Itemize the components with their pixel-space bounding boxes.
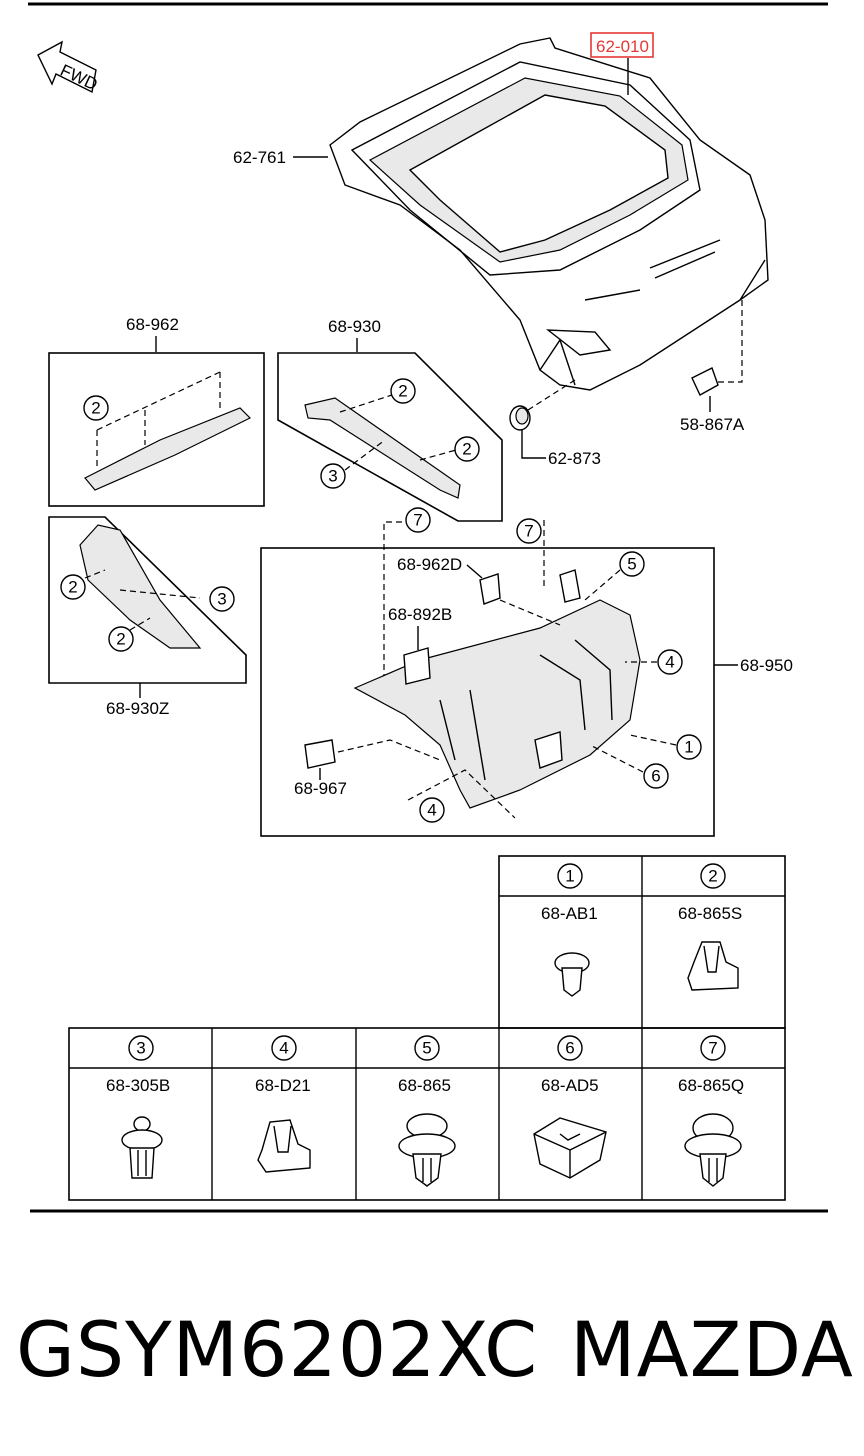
liftgate-drawing [329,37,769,391]
leader-62-873 [521,430,546,459]
callout-7 [405,507,431,533]
dash-967 [337,739,441,761]
square-nut-clip-icon [533,1117,607,1179]
fastener-cell-7: 7 68-865Q [678,1035,744,1187]
brand-name: MAZDA [570,1305,854,1394]
callout-6-num: 6 [651,767,660,786]
grip-drawing [304,739,336,769]
callout-3-num: 3 [328,467,337,486]
detail-box-68-930 [277,352,503,522]
svg-text:6: 6 [565,1039,574,1058]
bracket-clip-d-icon [257,1119,311,1173]
fastener-part-3: 68-305B [106,1076,170,1095]
label-68-962: 68-962 [126,315,179,334]
callout-6 [643,763,669,789]
part-number: GSYM6202XC [16,1305,539,1394]
callout-2c [454,436,480,462]
callout-5 [619,551,645,577]
rivet-clip-icon [121,1116,163,1179]
push-pin-icon [398,1113,456,1187]
fastener-cell-2: 2 68-865S [678,863,742,991]
fwd-arrow-icon: FWD [37,40,100,94]
callout-4b-num: 4 [427,801,436,820]
highlight-box [590,32,654,58]
svg-text:7: 7 [708,1039,717,1058]
side-trim-drawing [304,394,461,499]
callout-5-num: 5 [627,555,636,574]
callout-2c-num: 2 [462,440,471,459]
svg-text:4: 4 [279,1039,288,1058]
fastener-table [68,855,786,1201]
callout-2b-num: 2 [398,382,407,401]
svg-text:1: 1 [565,867,574,886]
callout-2d [60,574,86,600]
label-68-930: 68-930 [328,317,381,336]
callout-1-num: 1 [684,738,693,757]
label-68-930z: 68-930Z [106,699,169,718]
push-pin-q-icon [684,1113,742,1187]
detail-box-68-962 [48,352,265,507]
dash-6 [589,744,644,773]
callout-2e [108,626,134,652]
fastener-part-2: 68-865S [678,904,742,923]
fastener-part-6: 68-AD5 [541,1076,599,1095]
detail-box-68-950 [260,547,715,837]
svg-text:2: 2 [708,867,717,886]
detail-box-68-930z [48,516,247,684]
svg-text:3: 3 [136,1039,145,1058]
label-62-010: 62-010 [596,37,649,56]
fastener-cell-4: 4 68-D21 [255,1035,311,1173]
callout-2d-num: 2 [68,578,77,597]
callout-7b-num: 7 [524,522,533,541]
svg-text:5: 5 [422,1039,431,1058]
callout-2 [83,395,109,421]
bracket-dash [716,300,743,383]
callout-4 [657,649,683,675]
label-68-967: 68-967 [294,779,347,798]
stopper-drawing [509,405,531,431]
callout-3b-num: 3 [217,590,226,609]
callout-4b [419,797,445,823]
fastener-part-4: 68-D21 [255,1076,311,1095]
side-trim-lh-drawing [79,524,202,649]
fastener-cell-6: 6 68-AD5 [533,1035,607,1179]
upper-trim-drawing [84,371,252,491]
fastener-part-7: 68-865Q [678,1076,744,1095]
lower-trim-drawing [353,569,641,809]
callout-7-num: 7 [413,511,422,530]
label-68-950: 68-950 [740,656,793,675]
callout-2b [390,378,416,404]
callout-7b [516,518,542,544]
dash-1 [629,734,677,746]
label-68-962d: 68-962D [397,555,462,574]
dash-7a [383,521,404,680]
dash-962d [499,599,561,626]
fastener-cell-1: 1 68-AB1 [541,863,598,997]
dash-5 [584,569,621,601]
label-58-867a: 58-867A [680,415,745,434]
label-62-873: 62-873 [548,449,601,468]
callout-2-num: 2 [91,399,100,418]
footer: GSYM6202XC MAZDA [0,1300,864,1400]
callout-4-num: 4 [665,653,674,672]
callout-1 [676,734,702,760]
fastener-part-5: 68-865 [398,1076,451,1095]
label-62-761: 62-761 [233,148,286,167]
label-68-892b: 68-892B [388,605,452,624]
push-clip-icon [554,952,590,997]
fastener-part-1: 68-AB1 [541,904,598,923]
callout-3 [320,463,346,489]
dash-4b [407,769,516,819]
leader-68-962d [466,564,483,579]
callout-3b [209,586,235,612]
bracket-drawing [691,367,719,396]
bracket-clip-icon [687,941,739,991]
callout-2e-num: 2 [116,630,125,649]
fastener-cell-5: 5 68-865 [398,1035,456,1187]
fastener-cell-3: 3 68-305B [106,1035,170,1179]
